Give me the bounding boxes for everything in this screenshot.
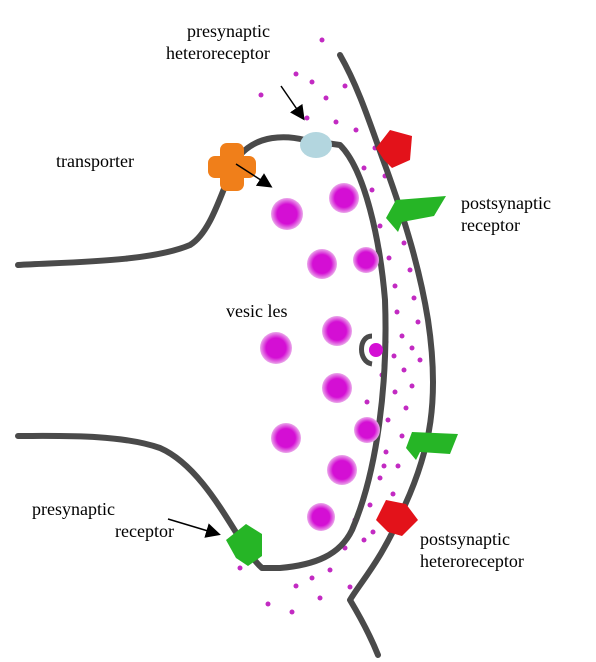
arrow-presynaptic-receptor	[168, 519, 218, 534]
postsynaptic-receptor-bottom-shape	[406, 432, 458, 460]
label-presynaptic-receptor-line2: receptor	[32, 520, 174, 542]
label-postsynaptic-receptor-line1: postsynaptic	[461, 192, 551, 214]
label-transporter: transporter	[56, 150, 134, 172]
label-presynaptic-receptor-line1: presynaptic	[32, 498, 174, 520]
postsynaptic-heteroreceptor-bottom-shape	[376, 500, 418, 536]
vesicle	[271, 198, 303, 230]
vesicle	[322, 373, 352, 403]
vesicle	[327, 455, 357, 485]
label-transporter-text: transporter	[56, 150, 134, 172]
vesicle	[307, 249, 337, 279]
label-postsynaptic-heteroreceptor-line2: heteroreceptor	[420, 550, 524, 572]
vesicle	[322, 316, 352, 346]
label-presynaptic-heteroreceptor-line2: heteroreceptor	[166, 42, 270, 64]
label-vesicles-text: vesic les	[226, 300, 287, 322]
vesicle	[329, 183, 359, 213]
label-postsynaptic-receptor-line2: receptor	[461, 214, 551, 236]
vesicle	[353, 247, 379, 273]
label-vesicles: vesic les	[226, 300, 287, 322]
fusing-vesicle	[362, 336, 384, 364]
vesicle	[260, 332, 292, 364]
vesicle	[354, 417, 380, 443]
label-postsynaptic-heteroreceptor: postsynaptic heteroreceptor	[420, 528, 524, 572]
vesicle	[307, 503, 335, 531]
label-presynaptic-heteroreceptor: presynaptic heteroreceptor	[166, 20, 270, 64]
label-postsynaptic-heteroreceptor-line1: postsynaptic	[420, 528, 524, 550]
label-presynaptic-receptor: presynaptic receptor	[32, 498, 174, 542]
presynaptic-heteroreceptor-shape	[300, 132, 332, 158]
arrow-presynaptic-heteroreceptor	[281, 86, 303, 118]
vesicle	[271, 423, 301, 453]
label-presynaptic-heteroreceptor-line1: presynaptic	[166, 20, 270, 42]
label-postsynaptic-receptor: postsynaptic receptor	[461, 192, 551, 236]
